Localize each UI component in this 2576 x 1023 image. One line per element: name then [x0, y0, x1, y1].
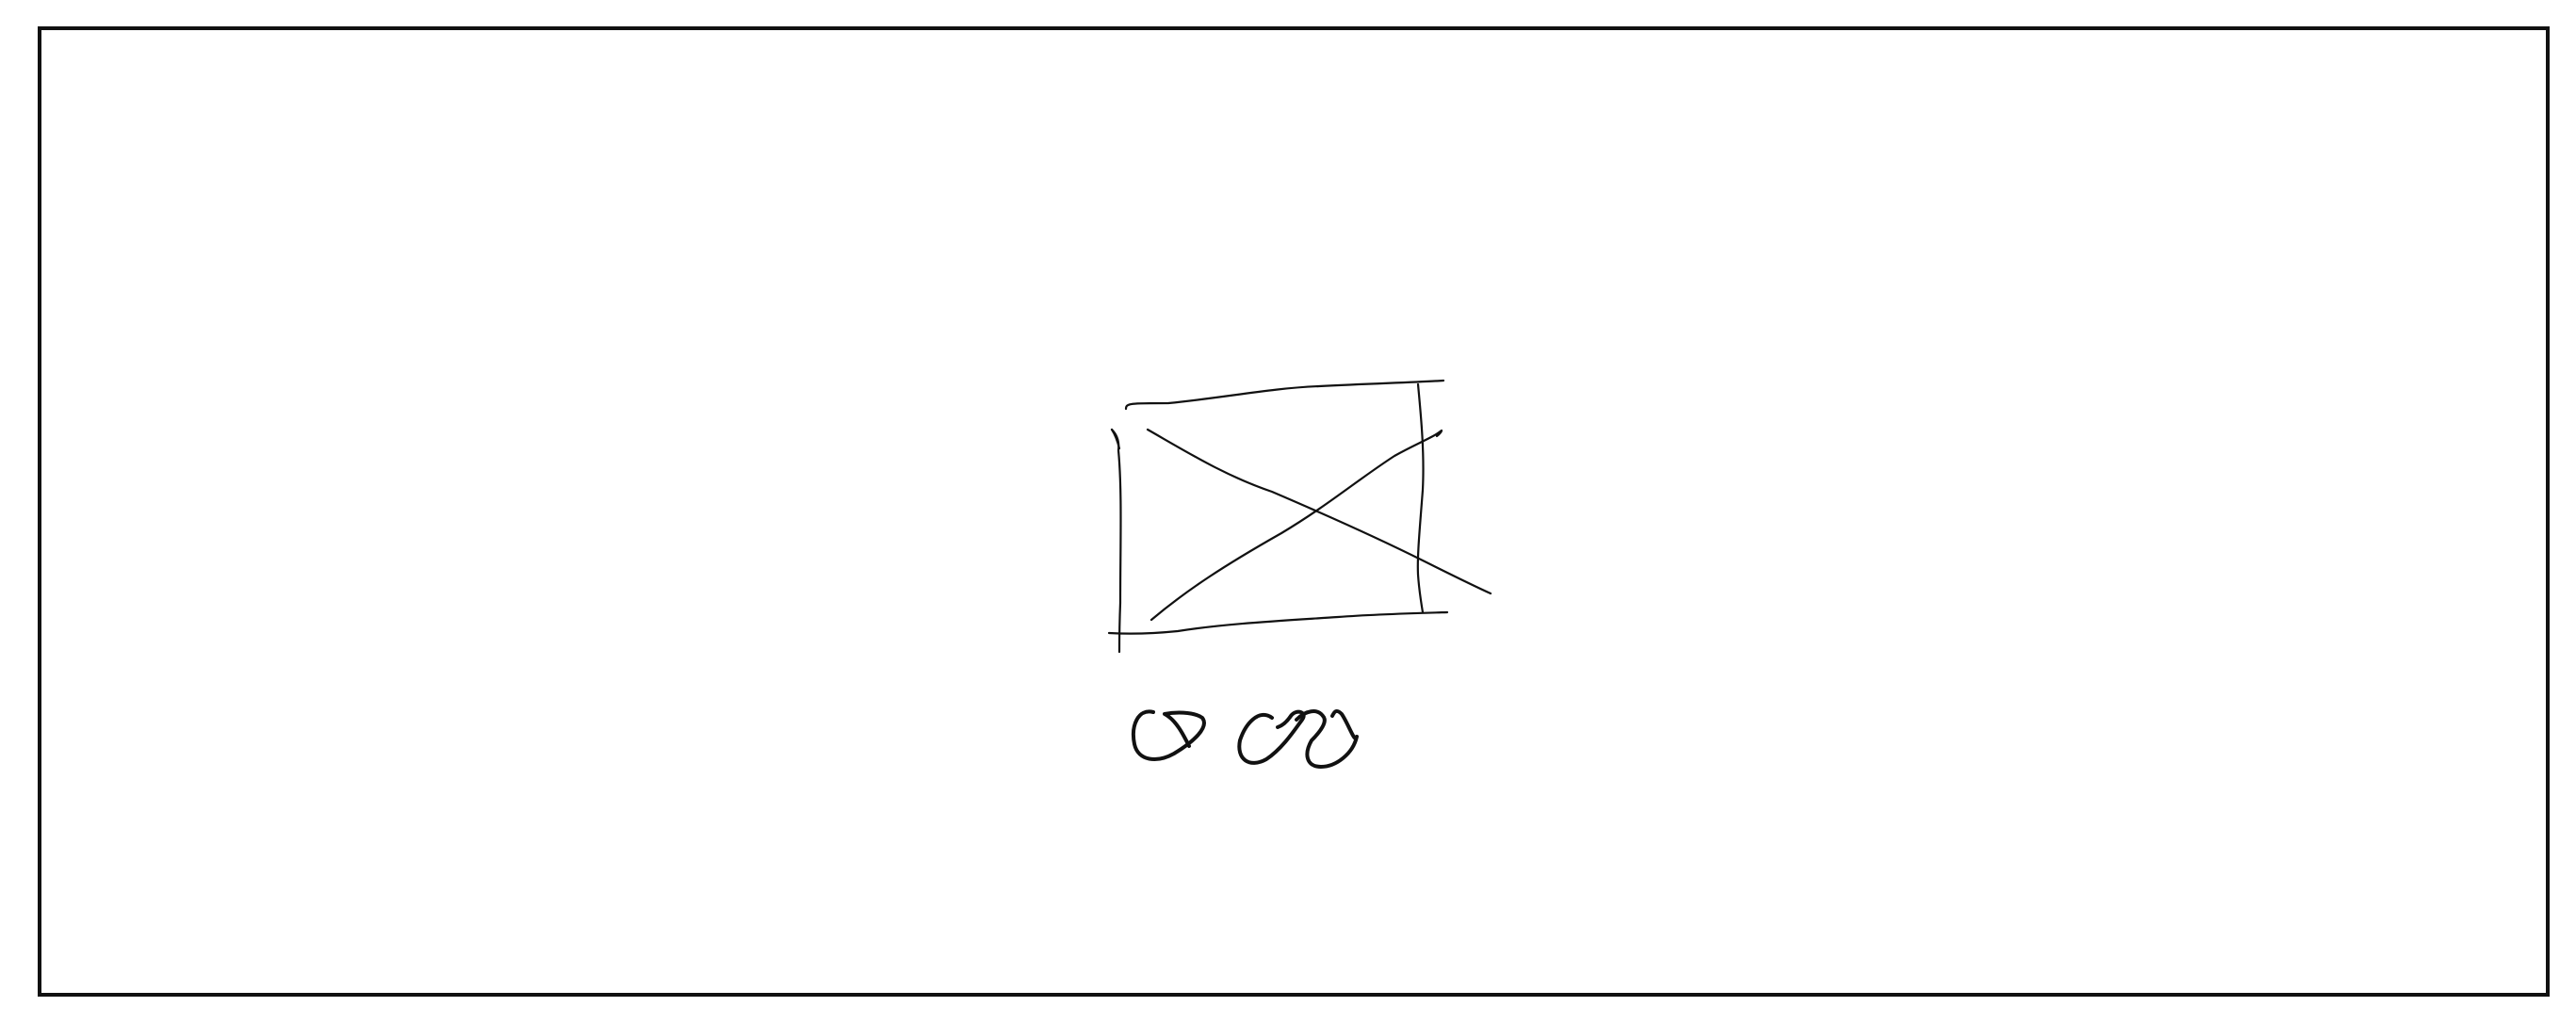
placeholder-left-edge-tick: [1110, 428, 1121, 450]
scribble-loop-2: [1237, 709, 1306, 765]
placeholder-right-edge: [1416, 382, 1425, 614]
placeholder-left-edge: [1110, 428, 1122, 654]
placeholder-top-edge: [1124, 379, 1445, 411]
placeholder-diagonal-b: [1149, 429, 1443, 622]
placeholder-diagonal-a: [1146, 428, 1492, 595]
caption-scribble-icon: [1132, 708, 1359, 769]
scribble-loop-3: [1295, 708, 1359, 769]
frame-border: [38, 26, 2550, 997]
scribble-loop-1: [1132, 709, 1206, 761]
image-placeholder-icon: [1107, 379, 1492, 654]
placeholder-bottom-edge: [1107, 610, 1449, 635]
